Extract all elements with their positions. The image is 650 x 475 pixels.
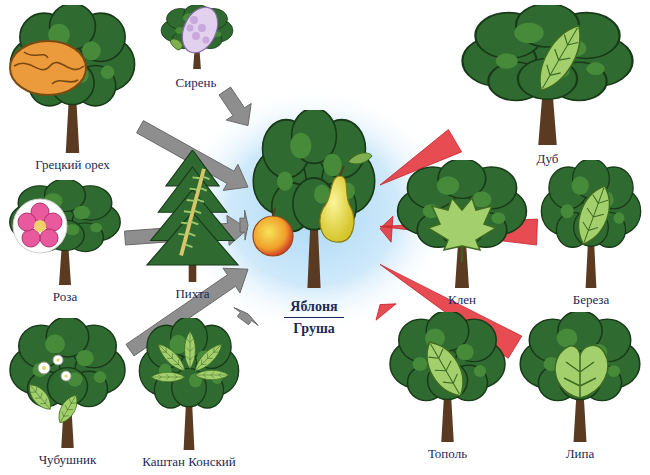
- tree-label: Роза: [51, 288, 79, 305]
- birch-tree: [541, 159, 640, 288]
- grey-arrow: [219, 87, 251, 126]
- tree-label: Пихта: [173, 285, 211, 302]
- tree-label: Липа: [564, 445, 597, 462]
- tree-label: Каштан Конский: [140, 453, 238, 470]
- red-arrow: [380, 216, 393, 242]
- rose-tree: [10, 179, 120, 285]
- linden-tree: [520, 311, 640, 442]
- mock-orange-tree: [10, 317, 125, 448]
- tree-node: Роза: [5, 180, 125, 305]
- grey-arrow: [234, 308, 258, 326]
- tree-node: Дуб: [455, 5, 640, 167]
- fruit-tree-label: Яблоня: [284, 298, 343, 318]
- red-arrow: [376, 304, 396, 320]
- tree-label: Дуб: [535, 150, 561, 167]
- oak-tree: [462, 4, 632, 145]
- tree-node: Каштан Конский: [135, 318, 243, 470]
- lilac-icon: [171, 1, 225, 58]
- mock-orange-icon: [25, 355, 82, 426]
- maple-tree: [398, 159, 527, 288]
- tree-label: Береза: [571, 291, 612, 308]
- horse-chestnut-leaf: [151, 331, 229, 381]
- rose-icon: [13, 199, 67, 253]
- fruit-icons: [253, 153, 372, 256]
- fruit-tree-node: ЯблоняГруша: [248, 110, 380, 338]
- tree-label: Чубушник: [37, 451, 99, 468]
- maple-leaf: [428, 198, 496, 262]
- poplar-leaf: [417, 335, 472, 403]
- oak-leaf: [530, 19, 591, 97]
- grey-arrow: [240, 210, 248, 240]
- tree-node: Тополь: [385, 312, 510, 462]
- fir-tree: [147, 150, 238, 282]
- fruit-tree: [253, 108, 374, 288]
- birch-leaf: [571, 181, 618, 248]
- walnut-tree: [10, 4, 134, 153]
- tree-label: Клен: [446, 291, 478, 308]
- walnut-icon: [10, 41, 86, 95]
- tree-node: Сирень: [152, 5, 240, 91]
- tree-node: Береза: [537, 160, 645, 308]
- tree-node: Липа: [515, 312, 645, 462]
- tree-node: Пихта: [145, 150, 240, 302]
- horse-chestnut-tree: [139, 317, 238, 450]
- tree-node: Клен: [392, 160, 532, 308]
- tree-node: Грецкий орех: [5, 5, 140, 173]
- fruit-tree-label: Груша: [287, 318, 340, 338]
- tree-label: Сирень: [174, 74, 219, 91]
- tree-node: Чубушник: [5, 318, 130, 468]
- tree-label: Тополь: [426, 445, 469, 462]
- linden-leaf: [555, 345, 608, 398]
- tree-label: Грецкий орех: [33, 156, 112, 173]
- poplar-tree: [390, 311, 505, 442]
